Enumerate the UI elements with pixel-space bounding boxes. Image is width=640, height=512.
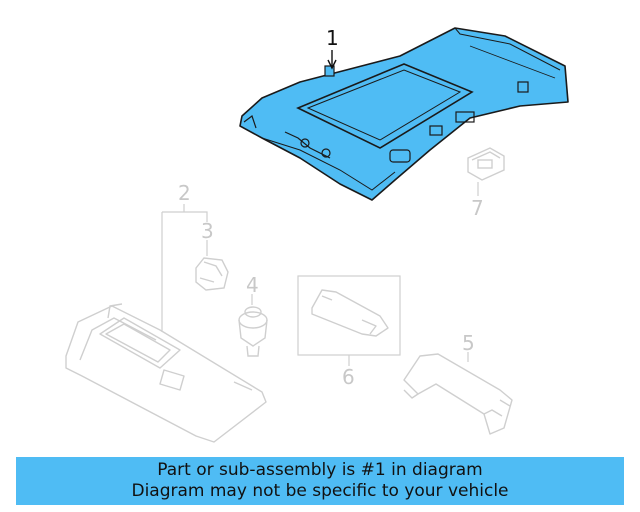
part-6-box [297,275,401,356]
callout-7: 7 [471,196,484,220]
grab-handle-part-5[interactable] [403,353,513,435]
banner-line-2: Diagram may not be specific to your vehi… [131,481,509,501]
leader-arrow-1 [327,59,337,70]
headliner-part-1[interactable] [239,27,569,201]
callout-3: 3 [201,219,214,243]
callout-1: 1 [326,26,339,50]
callout-6: 6 [342,365,355,389]
bracket-part-6[interactable] [311,289,389,337]
callout-4: 4 [246,273,259,297]
callout-5: 5 [462,331,475,355]
mount-part-4[interactable] [238,306,268,357]
info-banner: Part or sub-assembly is #1 in diagram Di… [16,457,624,505]
banner-line-1: Part or sub-assembly is #1 in diagram [157,460,483,480]
lamp-part-7[interactable] [467,147,505,181]
clip-part-3[interactable] [195,257,229,291]
leader-bracket-2 [161,204,208,332]
sun-visor-part-2[interactable] [65,303,267,443]
callout-2: 2 [178,181,191,205]
